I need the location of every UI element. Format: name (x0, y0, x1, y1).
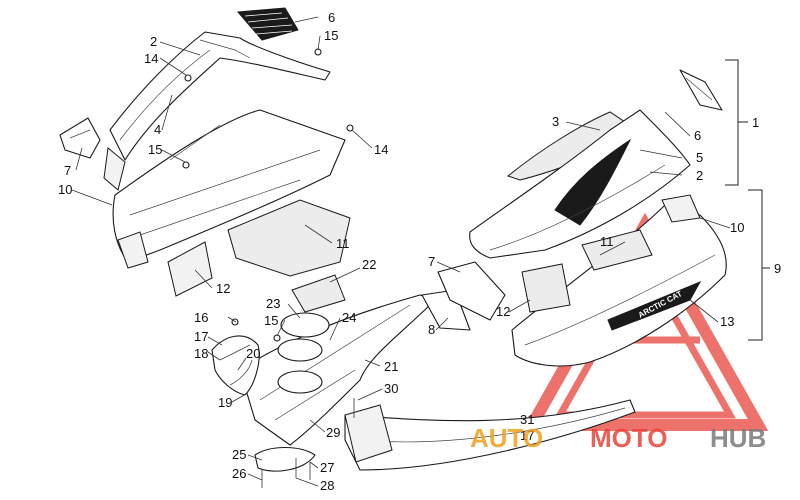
callout-11: 11 (336, 236, 350, 251)
callout-19: 19 (218, 395, 232, 410)
callout-26: 26 (232, 466, 246, 481)
watermark-hub: HUB (710, 423, 766, 453)
callout-16: 16 (194, 310, 208, 325)
pad-part-12-right (521, 263, 571, 313)
callout-15: 15 (148, 142, 162, 157)
callout-15: 15 (324, 28, 338, 43)
bracket-part-7-left (59, 117, 101, 159)
watermark-moto: MOTO (590, 423, 668, 453)
callout-14: 14 (374, 142, 388, 157)
callout-29: 29 (326, 425, 340, 440)
callout-3: 3 (552, 114, 559, 129)
callout-24: 24 (342, 310, 356, 325)
pad-part-22 (291, 274, 346, 313)
callout-2: 2 (696, 168, 703, 183)
hood-part-2 (103, 31, 331, 191)
callout-20: 20 (246, 346, 260, 361)
assembly-bracket-9 (748, 189, 770, 341)
callout-labels: 2 14 6 15 4 15 7 10 14 11 12 22 23 15 24… (58, 10, 781, 493)
callout-12: 12 (216, 281, 230, 296)
lower-panel-part-10-left (112, 109, 346, 269)
callout-15: 15 (264, 313, 278, 328)
callout-13: 13 (720, 314, 734, 329)
callout-31: 31 (520, 412, 534, 427)
belly-plate-part-21-24 (239, 294, 436, 472)
callout-5: 5 (696, 150, 703, 165)
vent-grille-part-6-right (679, 69, 723, 111)
insulation-pad-part-11-right (581, 229, 653, 271)
callout-18: 18 (194, 346, 208, 361)
insulation-pad-part-11-left (227, 199, 351, 277)
side-rail-lower (344, 399, 636, 471)
pad-part-12-left (167, 241, 213, 297)
leader-lines (71, 16, 731, 487)
bracket-part-7-center (437, 261, 506, 321)
callout-17: 17 (520, 428, 534, 443)
callout-6: 6 (694, 128, 701, 143)
callout-10: 10 (58, 182, 72, 197)
callout-12: 12 (496, 304, 510, 319)
callout-21: 21 (384, 359, 398, 374)
callout-1: 1 (752, 115, 759, 130)
callout-4: 4 (154, 122, 161, 137)
vent-grille-part-6-top (236, 7, 299, 41)
callout-7: 7 (428, 254, 435, 269)
fasteners (182, 48, 355, 488)
callout-28: 28 (320, 478, 334, 493)
callout-11: 11 (600, 234, 614, 249)
side-panel-part-2-5 (469, 109, 691, 259)
callout-8: 8 (428, 322, 435, 337)
callout-7: 7 (64, 163, 71, 178)
assembly-bracket-1 (725, 59, 748, 186)
callout-22: 22 (362, 257, 376, 272)
callout-27: 27 (320, 460, 334, 475)
callout-6: 6 (328, 10, 335, 25)
callout-10: 10 (730, 220, 744, 235)
side-bracket-part-18-19-20 (211, 335, 260, 396)
callout-17: 17 (194, 329, 208, 344)
callout-25: 25 (232, 447, 246, 462)
callout-9: 9 (774, 261, 781, 276)
callout-2: 2 (150, 34, 157, 49)
watermark-auto: AUTO (470, 423, 543, 453)
watermark-text: AUTO MOTO HUB (470, 423, 766, 453)
callout-23: 23 (266, 296, 280, 311)
callout-14: 14 (144, 51, 158, 66)
callout-30: 30 (384, 381, 398, 396)
